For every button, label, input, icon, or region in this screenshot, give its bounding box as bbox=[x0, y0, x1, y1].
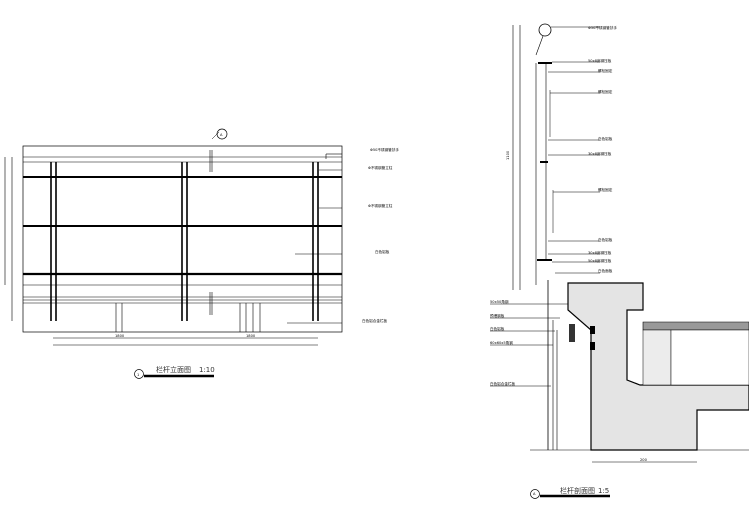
section-label: 白色铝板 bbox=[490, 326, 505, 331]
elevation-label: 白色铝合金栏板 bbox=[362, 318, 388, 323]
section-label: 30x8扁钢压板 bbox=[588, 151, 612, 156]
section-label: Φ50不锈钢管扶手 bbox=[588, 25, 617, 30]
section-label: 50x8扁钢压板 bbox=[588, 58, 612, 63]
elevation-label: Φ不锈钢管立柱 bbox=[368, 165, 393, 170]
section-label: 白色面板 bbox=[598, 268, 613, 273]
elevation-title: 栏杆立面图 bbox=[156, 365, 191, 374]
section-title: 栏杆剖面图 bbox=[560, 486, 595, 495]
section-label: 60x60x5角钢 bbox=[490, 340, 513, 345]
concrete-slab bbox=[567, 282, 749, 451]
railing-elevation bbox=[4, 128, 343, 379]
section-marker: A bbox=[220, 133, 223, 137]
dimension: 1800 bbox=[115, 334, 125, 338]
elevation-label: Φ50不锈钢管扶手 bbox=[370, 147, 399, 152]
elevation-label: Φ不锈钢管立柱 bbox=[368, 203, 393, 208]
elevation-scale: 1:10 bbox=[199, 366, 215, 374]
dimension: 1800 bbox=[246, 334, 256, 338]
section-label: 螺栓固定 bbox=[598, 89, 613, 94]
section-label: 50x8扁钢压板 bbox=[588, 258, 612, 263]
drawing-index: 1 bbox=[137, 373, 139, 377]
section-label: 白色铝板 bbox=[598, 237, 613, 242]
elevation-label: 白色铝板 bbox=[375, 249, 390, 254]
section-label: 白色铝合金栏板 bbox=[490, 381, 516, 386]
dimension: 1100 bbox=[506, 150, 510, 160]
section-index: A bbox=[533, 492, 536, 496]
section-label: 50x50角钢 bbox=[490, 299, 509, 304]
section-label: 螺栓固定 bbox=[598, 187, 613, 192]
section-label: 30x8扁钢压板 bbox=[588, 250, 612, 255]
section-label: 螺栓固定 bbox=[598, 68, 613, 73]
section-scale: 1:5 bbox=[598, 487, 609, 495]
section-label: 预埋钢板 bbox=[490, 313, 505, 318]
section-label: 白色铝板 bbox=[598, 136, 613, 141]
dimension: 200 bbox=[640, 458, 648, 462]
railing-section bbox=[512, 23, 749, 463]
